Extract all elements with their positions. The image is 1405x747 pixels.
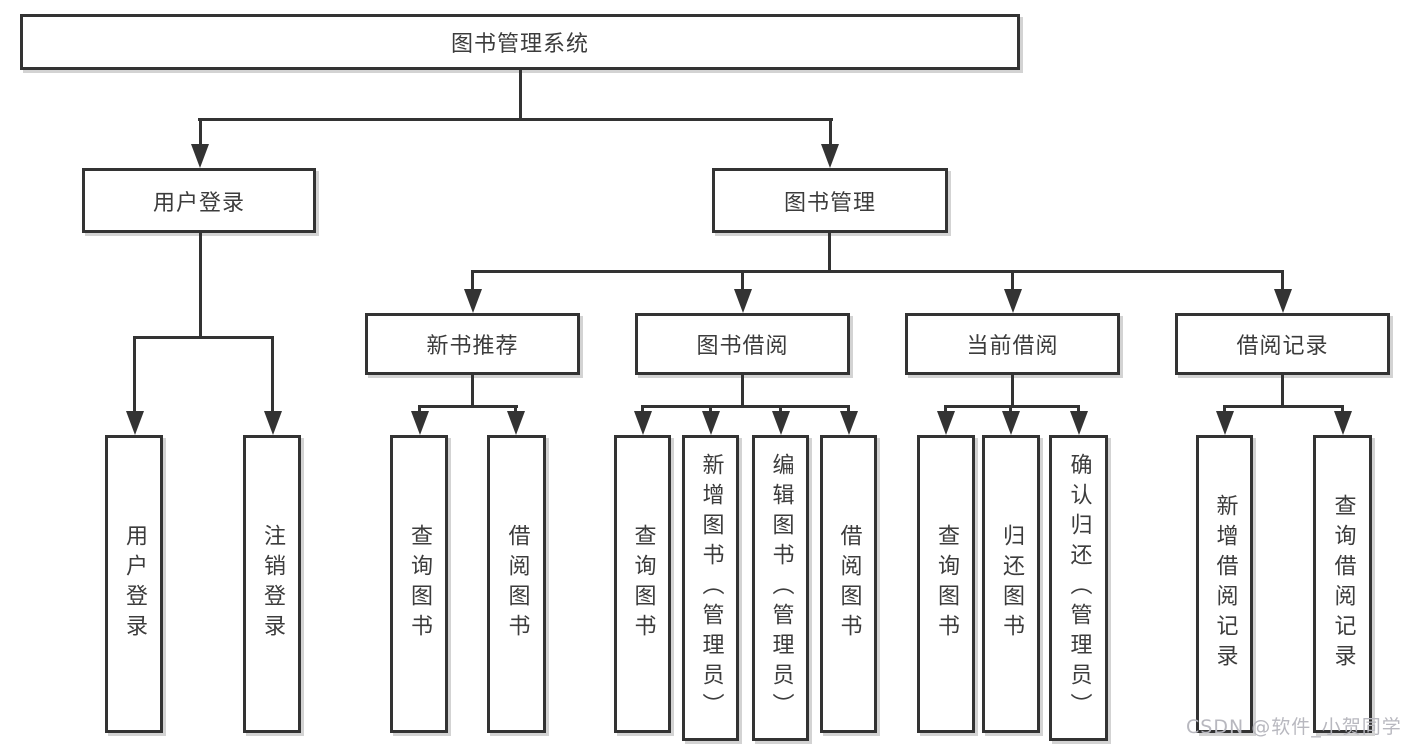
connector-line [944,405,947,414]
arrow-down-icon [1001,411,1020,435]
connector-line [199,233,202,338]
connector-line [1223,405,1344,408]
leaf-add-book-admin: 新增图书（管理员） [682,435,739,741]
arrow-down-icon [771,411,790,435]
connector-line [418,405,421,414]
arrow-down-icon [1333,411,1352,435]
arrow-down-icon [125,411,144,435]
leaf-logout: 注销登录 [243,435,301,733]
connector-line [471,270,474,291]
arrow-down-icon [821,144,839,168]
node-book-borrow: 图书借阅 [635,313,850,375]
connector-line [199,118,202,148]
connector-line [519,70,522,118]
connector-line [133,336,136,413]
connector-line [741,374,744,408]
connector-line [133,336,274,339]
node-current-borrow: 当前借阅 [905,313,1120,375]
leaf-user-login: 用户登录 [105,435,163,733]
connector-line [198,118,833,121]
leaf-borrow-books-1: 借阅图书 [487,435,546,733]
connector-line [514,405,517,414]
leaf-edit-book-admin: 编辑图书（管理员） [752,435,809,741]
leaf-query-borrow-record: 查询借阅记录 [1313,435,1372,733]
connector-line [1009,405,1012,414]
connector-line [847,405,850,414]
arrow-down-icon [839,411,858,435]
connector-line [1077,405,1080,414]
connector-line [944,405,1080,408]
connector-line [1341,405,1344,414]
connector-line [1011,270,1014,291]
arrow-down-icon [263,411,282,435]
arrow-down-icon [506,411,525,435]
connector-line [641,405,644,414]
arrow-down-icon [1273,289,1292,313]
connector-line [471,270,1284,273]
connector-line [741,270,744,291]
connector-line [471,374,474,408]
node-borrow-records: 借阅记录 [1175,313,1390,375]
connector-line [828,233,831,272]
arrow-down-icon [1215,411,1234,435]
node-root: 图书管理系统 [20,14,1020,70]
arrow-down-icon [1069,411,1088,435]
arrow-down-icon [410,411,429,435]
node-book-management: 图书管理 [712,168,948,233]
arrow-down-icon [701,411,720,435]
connector-line [1223,405,1226,414]
watermark: CSDN @软件_小贺同学 [1186,716,1402,738]
connector-line [829,118,832,148]
arrow-down-icon [1003,289,1022,313]
arrow-down-icon [463,289,482,313]
leaf-query-books-1: 查询图书 [390,435,448,733]
leaf-query-books-3: 查询图书 [917,435,975,733]
connector-line [1281,270,1284,291]
connector-line [271,336,274,413]
leaf-return-book: 归还图书 [982,435,1040,733]
connector-line [1011,374,1014,408]
leaf-add-borrow-record: 新增借阅记录 [1196,435,1253,733]
leaf-query-books-2: 查询图书 [614,435,671,733]
connector-line [709,405,712,414]
arrow-down-icon [733,289,752,313]
connector-line [418,405,518,408]
node-user-login: 用户登录 [82,168,316,233]
connector-line [641,405,850,408]
leaf-borrow-books-2: 借阅图书 [820,435,877,733]
node-new-book-recommend: 新书推荐 [365,313,580,375]
arrow-down-icon [191,144,209,168]
leaf-confirm-return-admin: 确认归还（管理员） [1049,435,1108,741]
connector-line [1281,374,1284,408]
connector-line [779,405,782,414]
arrow-down-icon [633,411,652,435]
arrow-down-icon [936,411,955,435]
